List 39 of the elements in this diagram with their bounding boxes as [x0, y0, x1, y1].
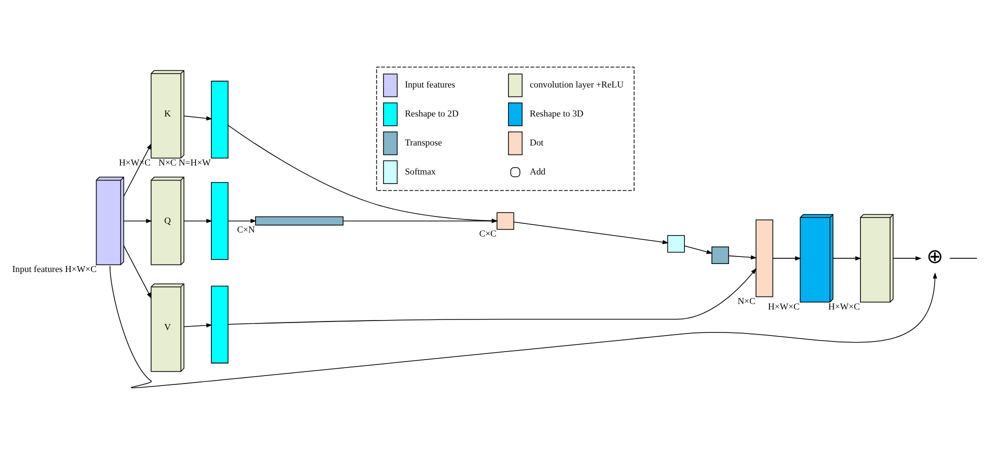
node-label: N×C N=H×W — [158, 156, 211, 167]
arrow — [184, 115, 212, 120]
arrow — [228, 268, 757, 324]
legend-label: Input features — [404, 79, 456, 90]
node-box — [756, 218, 774, 297]
connector — [949, 257, 978, 258]
node-box — [210, 80, 228, 158]
node-box — [667, 234, 685, 252]
node-label: Input features H×W×C — [12, 264, 97, 274]
node-text: ⊕ — [926, 246, 944, 268]
legend-label: Dot — [530, 137, 544, 148]
node-bar — [210, 182, 228, 260]
legend-label: Reshape to 2D — [404, 108, 459, 118]
node-box — [255, 216, 344, 226]
legend-label: convolution layer +ReLU — [530, 79, 624, 90]
arrow — [110, 265, 938, 388]
arrow — [684, 245, 713, 254]
arrow — [184, 322, 212, 327]
arrow — [832, 256, 862, 260]
node-label: C×N — [237, 224, 255, 234]
node-box — [496, 212, 514, 230]
legend-label: Transpose — [404, 137, 442, 148]
legend-label: Add — [530, 166, 546, 176]
node-box — [711, 246, 729, 264]
arrow — [892, 256, 922, 260]
arrow — [728, 254, 757, 260]
node-label: N×C — [738, 296, 756, 306]
node-label: H×W×C — [768, 300, 800, 311]
legend-label: Reshape to 3D — [530, 108, 584, 118]
node-label: H×W×C — [828, 300, 860, 311]
arrow — [228, 218, 257, 223]
arrow — [184, 218, 212, 223]
node-bar — [210, 285, 228, 363]
legend-label: Softmax — [404, 166, 436, 176]
arrow — [123, 244, 152, 298]
arrow — [123, 218, 152, 223]
node-label: C×C — [479, 228, 497, 238]
arrow — [513, 221, 669, 244]
arrow — [772, 256, 802, 260]
